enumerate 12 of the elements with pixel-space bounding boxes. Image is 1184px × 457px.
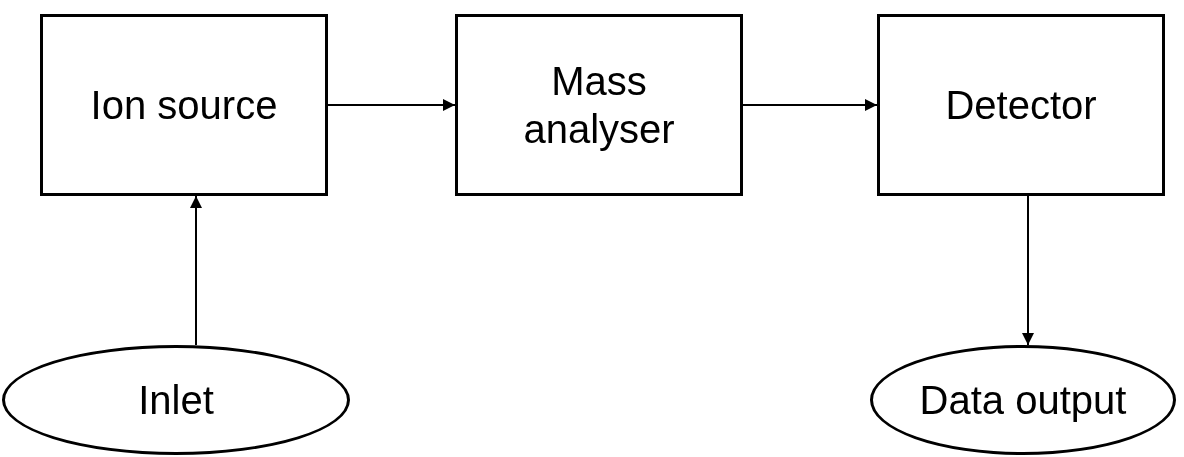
node-label: Data output (919, 377, 1127, 424)
node-label: Detector (945, 82, 1097, 129)
process-box (40, 14, 328, 196)
arrow (742, 99, 878, 111)
arrow (1022, 195, 1034, 346)
node-label: Mass analyser (522, 58, 676, 153)
node-label: Inlet (138, 377, 214, 424)
node-label: Ion source (90, 82, 278, 129)
arrow (190, 195, 202, 346)
process-box (455, 14, 743, 196)
process-box (877, 14, 1165, 196)
arrow (327, 99, 456, 111)
